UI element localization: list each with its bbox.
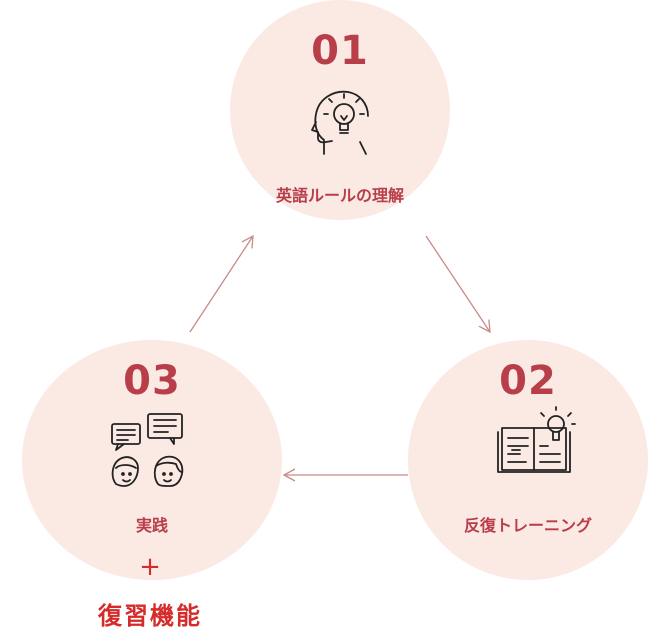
step-01-label: 英語ルールの理解 bbox=[275, 186, 404, 205]
step-02-label: 反復トレーニング bbox=[463, 516, 592, 535]
arrow-03-to-01 bbox=[189, 234, 254, 333]
step-03-circle bbox=[22, 340, 282, 580]
step-03-number: 03 bbox=[123, 358, 181, 404]
book-lightbulb-icon bbox=[497, 406, 576, 473]
step-01-circle bbox=[230, 0, 450, 220]
plus-sign: + bbox=[139, 552, 161, 582]
arrow-01-to-02 bbox=[425, 235, 491, 334]
step-01-number: 01 bbox=[311, 28, 369, 74]
head-lightbulb-icon bbox=[311, 90, 369, 155]
conversation-icon bbox=[111, 413, 184, 487]
step-03-label: 実践 bbox=[135, 516, 168, 535]
step-02-number: 02 bbox=[499, 358, 557, 404]
review-feature-label: 復習機能 bbox=[98, 602, 202, 630]
step-02-circle bbox=[408, 340, 648, 580]
